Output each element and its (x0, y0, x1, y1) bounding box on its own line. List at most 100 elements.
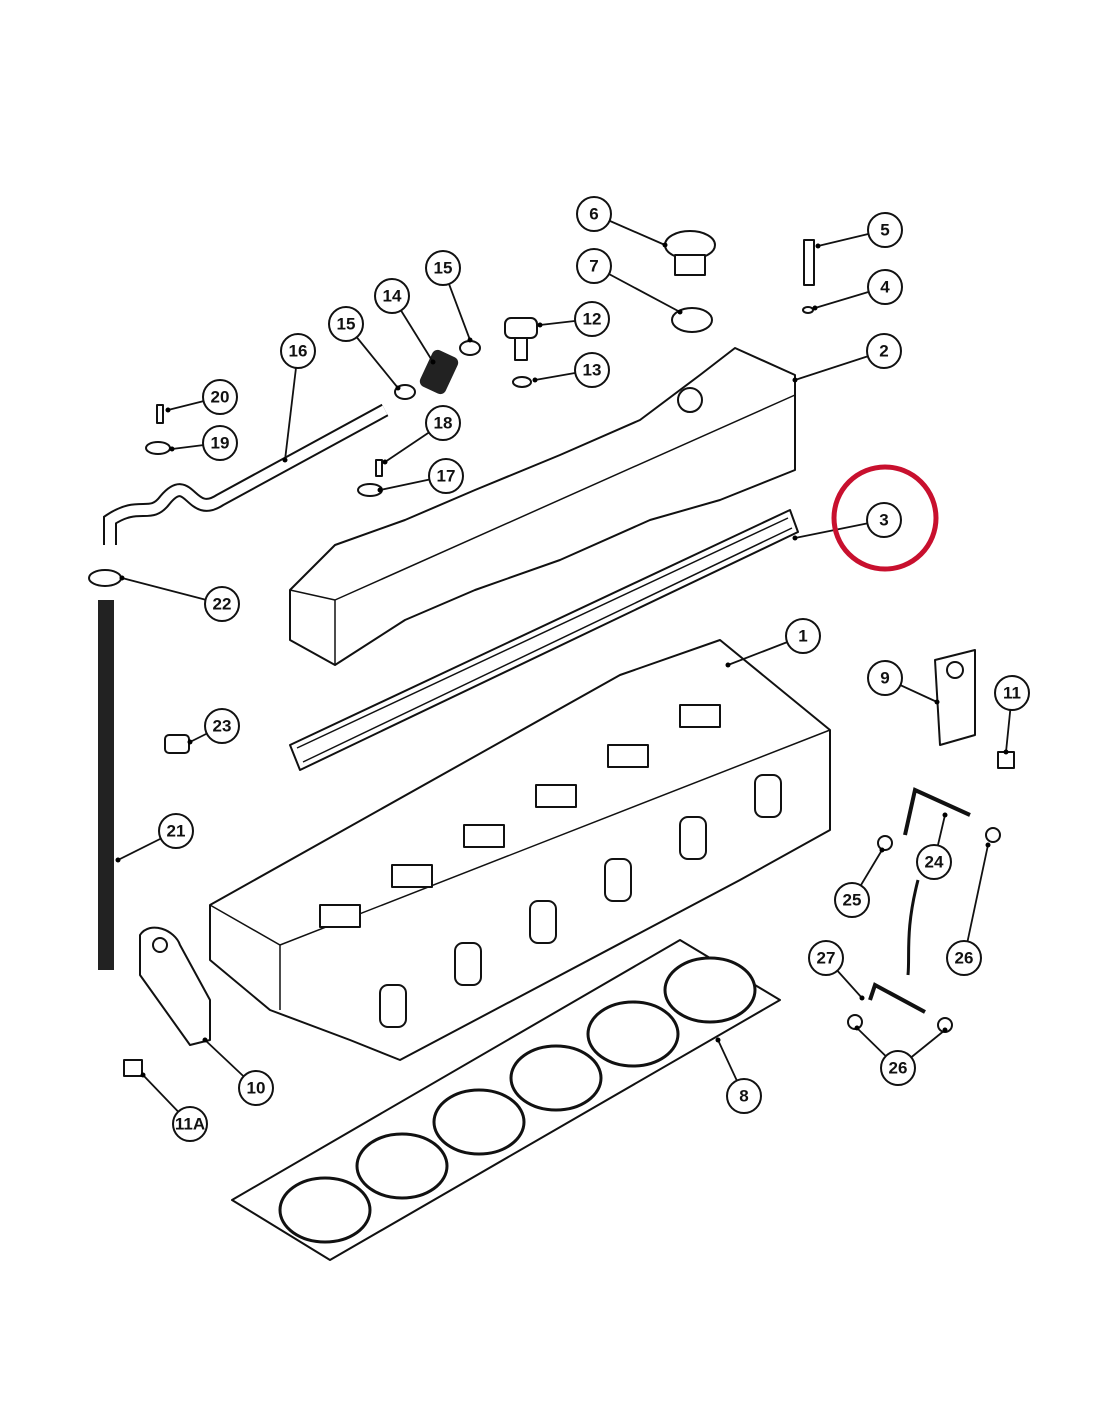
callout-23[interactable]: 23 (187, 708, 240, 745)
callout-2[interactable]: 2 (792, 333, 902, 383)
valve-cover (289, 347, 796, 666)
callout-circle (425, 250, 461, 286)
callout-15[interactable]: 15 (425, 250, 473, 343)
bolt-5 (803, 239, 815, 286)
callout-18[interactable]: 18 (382, 405, 461, 465)
callout-circle (834, 882, 870, 918)
callout-label: 16 (289, 342, 308, 361)
leader-arrow (537, 322, 543, 328)
callout-circle (425, 405, 461, 441)
leader-arrow (812, 305, 818, 311)
leader-arrow (395, 385, 401, 391)
callout-circle (204, 586, 240, 622)
callout-11[interactable]: 11 (994, 675, 1030, 755)
callout-circle (158, 813, 194, 849)
elbow-fitting (504, 317, 538, 339)
callout-label: 6 (589, 205, 598, 224)
intake-port (754, 774, 782, 818)
callout-circle (576, 248, 612, 284)
leader-arrow (942, 1027, 948, 1033)
leader-line (963, 844, 989, 959)
rocker-assembly (679, 704, 721, 728)
leader-arrow (792, 377, 798, 383)
callout-circle (202, 425, 238, 461)
callout-16[interactable]: 16 (280, 333, 316, 463)
callout-27[interactable]: 27 (808, 940, 865, 1001)
oil-fill-port (677, 387, 703, 413)
callout-7[interactable]: 7 (576, 248, 683, 315)
intake-port (604, 858, 632, 902)
callout-6[interactable]: 6 (576, 196, 668, 248)
leader-arrow (115, 857, 121, 863)
callout-8[interactable]: 8 (715, 1037, 762, 1114)
callout-label: 27 (817, 949, 836, 968)
callout-circle (204, 708, 240, 744)
callout-22[interactable]: 22 (119, 575, 240, 622)
callout-1[interactable]: 1 (725, 618, 821, 668)
cylinder-bore (278, 1176, 372, 1244)
callout-label: 1 (798, 627, 807, 646)
callout-3[interactable]: 3 (792, 502, 902, 541)
o-ring-7 (671, 307, 713, 333)
leader-arrow (119, 575, 125, 581)
rocker-assembly (391, 864, 433, 888)
callout-label: 8 (739, 1087, 748, 1106)
leader-arrow (715, 1037, 721, 1043)
leader-arrow (382, 459, 388, 465)
callout-label: 26 (889, 1059, 908, 1078)
callout-label: 9 (880, 669, 889, 688)
callout-label: 5 (880, 221, 889, 240)
callout-label: 3 (879, 511, 888, 530)
callout-circle (574, 352, 610, 388)
callout-11A[interactable]: 11A (140, 1072, 208, 1142)
callout-17[interactable]: 17 (377, 458, 464, 494)
leader-arrow (1003, 749, 1009, 755)
parts-illustration (88, 230, 1015, 1261)
callout-24[interactable]: 24 (916, 812, 952, 880)
callout-26[interactable]: 26 (854, 1025, 948, 1086)
callout-circle (374, 278, 410, 314)
callout-20[interactable]: 20 (165, 379, 238, 415)
callout-21[interactable]: 21 (115, 813, 194, 863)
cylinder-bore (663, 956, 757, 1024)
callout-label: 11A (175, 1115, 205, 1134)
callout-25[interactable]: 25 (834, 847, 885, 918)
callout-10[interactable]: 10 (202, 1037, 274, 1106)
callout-circle (280, 333, 316, 369)
callout-4[interactable]: 4 (812, 269, 903, 311)
cylinder-bore (586, 1000, 680, 1068)
leader-arrow (792, 535, 798, 541)
leader-arrow (662, 242, 668, 248)
callout-label: 12 (583, 310, 602, 329)
callout-label: 15 (337, 315, 356, 334)
callout-13[interactable]: 13 (532, 352, 610, 388)
callout-label: 18 (434, 414, 453, 433)
leader-arrow (430, 359, 436, 365)
leader-arrow (532, 377, 538, 383)
leader-arrow (140, 1072, 146, 1078)
callout-12[interactable]: 12 (537, 301, 610, 337)
callout-circle (202, 379, 238, 415)
callout-circle (916, 844, 952, 880)
callout-19[interactable]: 19 (169, 425, 238, 461)
callout-9[interactable]: 9 (867, 660, 940, 705)
callout-label: 25 (843, 891, 862, 910)
fuel-line-24 (903, 787, 971, 836)
callout-circle (867, 269, 903, 305)
callout-label: 7 (589, 257, 598, 276)
leader-arrow (202, 1037, 208, 1043)
callout-label: 10 (247, 1079, 266, 1098)
leader-arrow (467, 337, 473, 343)
callout-26[interactable]: 26 (946, 842, 991, 976)
leader-arrow (187, 739, 193, 745)
leader-line (284, 350, 299, 461)
cylinder-bore (432, 1088, 526, 1156)
callout-14[interactable]: 14 (374, 278, 436, 365)
leader-arrow (165, 407, 171, 413)
leader-arrow (377, 487, 383, 493)
callout-15[interactable]: 15 (328, 306, 401, 391)
leader-arrow (677, 309, 683, 315)
callout-5[interactable]: 5 (815, 212, 903, 249)
callout-label: 26 (955, 949, 974, 968)
